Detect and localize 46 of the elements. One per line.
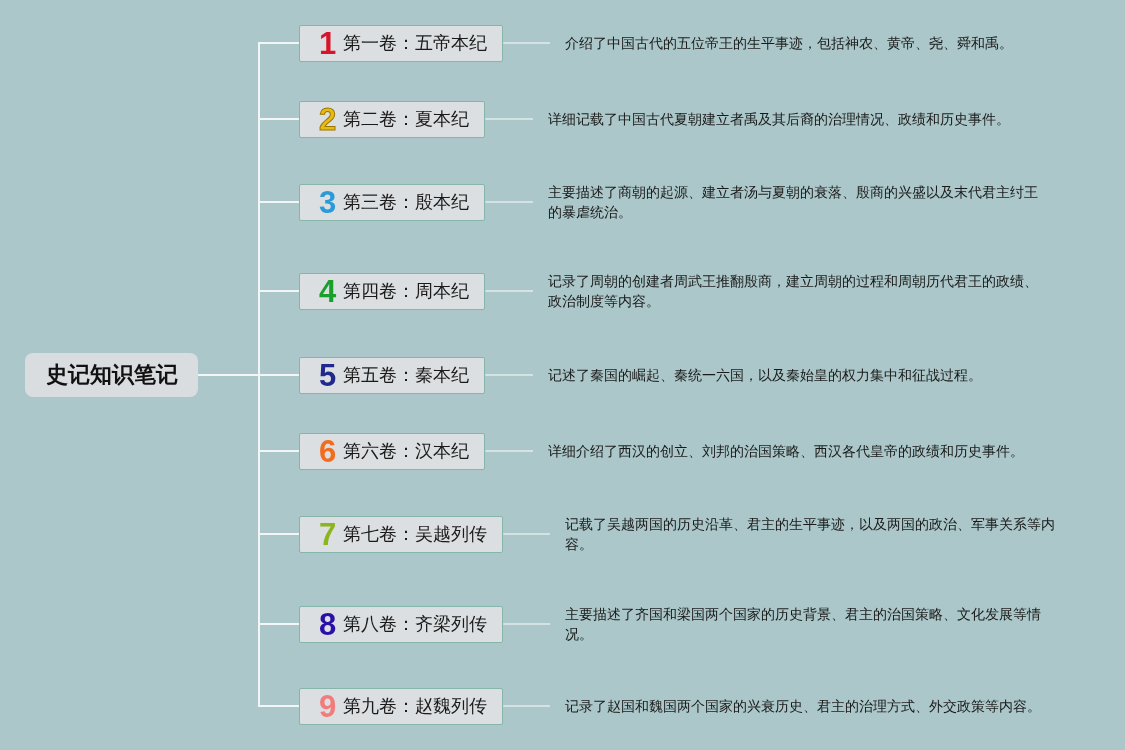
root-topic-box: 史记知识笔记 [25,353,198,397]
topic-title: 第九卷：赵魏列传 [343,695,488,717]
connector-line [484,374,534,376]
number-label: 2 [319,103,337,135]
topic-box [299,432,486,470]
topic-title: 第五卷：秦本纪 [343,364,470,386]
number-label: 6 [319,435,337,467]
number-label: 3 [319,186,337,218]
description-text: 详细记载了中国古代夏朝建立者禹及其后裔的治理情况、政绩和历史事件。 [548,109,1010,129]
connector-line [484,118,534,120]
description-text: 主要描述了商朝的起源、建立者汤与夏朝的衰落、殷商的兴盛以及末代君主纣王的暴虐统治。 [548,182,1042,222]
topic-title: 第八卷：齐梁列传 [343,613,488,635]
topic-box [299,100,486,138]
number-label: 8 [319,608,337,640]
connector-line [502,533,551,535]
description-text: 详细介绍了西汉的创立、刘邦的治国策略、西汉各代皇帝的政绩和历史事件。 [548,441,1024,461]
topic-box [299,605,504,643]
connector-line [502,42,551,44]
description-text: 记录了周朝的创建者周武王推翻殷商，建立周朝的过程和周朝历代君王的政绩、政治制度等内容。 [548,271,1042,311]
topic-title: 第四卷：周本纪 [343,280,470,302]
connector-line [484,450,534,452]
connector-line [502,623,551,625]
topic-box [299,24,504,62]
description-text: 主要描述了齐国和梁国两个国家的历史背景、君主的治国策略、文化发展等情况。 [565,604,1059,644]
description-text: 记录了赵国和魏国两个国家的兴衰历史、君主的治理方式、外交政策等内容。 [565,696,1041,716]
topic-box [299,515,504,553]
number-label: 7 [319,518,337,550]
topic-title: 第三卷：殷本纪 [343,191,470,213]
description-text: 记述了秦国的崛起、秦统一六国，以及秦始皇的权力集中和征战过程。 [548,365,982,385]
number-label: 1 [319,27,337,59]
topic-box [299,183,486,221]
number-label: 5 [319,359,337,391]
topic-box [299,687,504,725]
topic-box [299,272,486,310]
description-text: 记载了吴越两国的历史沿革、君主的生平事迹，以及两国的政治、军事关系等内容。 [565,514,1059,554]
description-text: 介绍了中国古代的五位帝王的生平事迹，包括神农、黄帝、尧、舜和禹。 [565,33,1013,53]
connector-line [484,201,534,203]
topic-box [299,356,486,394]
connector-line [502,705,551,707]
number-label: 9 [319,690,337,722]
number-label: 4 [319,275,337,307]
topic-title: 第二卷：夏本纪 [343,108,470,130]
topic-title: 第七卷：吴越列传 [343,523,488,545]
topic-title: 第六卷：汉本纪 [343,440,470,462]
connector-line [484,290,534,292]
topic-title: 第一卷：五帝本纪 [343,32,488,54]
